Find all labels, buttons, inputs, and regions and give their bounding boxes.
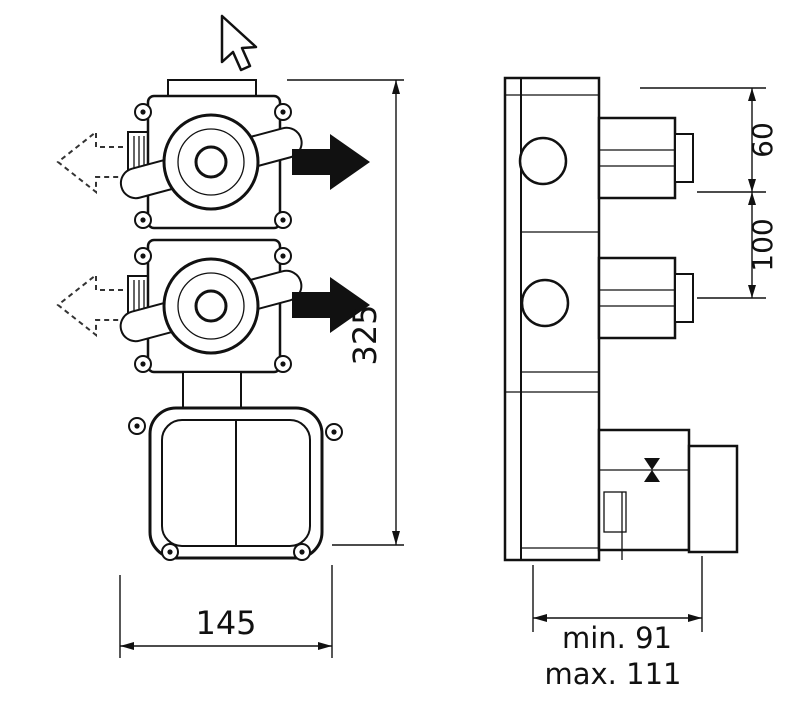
body-neck xyxy=(182,371,242,411)
dim-label-top-offset: 60 xyxy=(746,122,779,158)
dim-label-depth-max: max. 111 xyxy=(545,657,682,691)
front-view xyxy=(56,79,370,561)
flow-arrow-top xyxy=(292,134,370,190)
dim-label-width: 145 xyxy=(195,604,256,642)
spout-block xyxy=(597,428,739,560)
dimension-height-325: 325 xyxy=(287,79,404,546)
side-view xyxy=(503,76,739,562)
mounting-bolts-1 xyxy=(134,103,292,229)
cartridge-boss-2 xyxy=(597,256,694,340)
dimension-width-145: 145 xyxy=(119,565,333,658)
dim-label-depth-min: min. 91 xyxy=(562,621,672,655)
valve-symbol-upper xyxy=(644,458,660,470)
valve-spindle-2 xyxy=(194,289,228,323)
dimension-side-60-100: 60 100 xyxy=(640,87,779,299)
mounting-bolts-2 xyxy=(134,247,292,373)
valve-spindle-1 xyxy=(194,145,228,179)
diverter-box xyxy=(128,406,343,561)
flow-arrow-bottom xyxy=(292,277,370,333)
cartridge-boss-1 xyxy=(597,116,694,200)
valve-unit-1 xyxy=(119,94,303,230)
side-port-2 xyxy=(520,278,570,328)
dim-label-height: 325 xyxy=(346,304,384,365)
mouse-cursor-icon xyxy=(220,14,258,72)
mounting-bolts-box xyxy=(128,417,343,561)
dimension-depth-minmax: min. 91 max. 111 xyxy=(532,556,703,691)
dim-label-center-spacing: 100 xyxy=(746,218,779,271)
valve-symbol-lower xyxy=(644,470,660,482)
valve-unit-2 xyxy=(119,238,303,374)
side-port-1 xyxy=(518,136,568,186)
